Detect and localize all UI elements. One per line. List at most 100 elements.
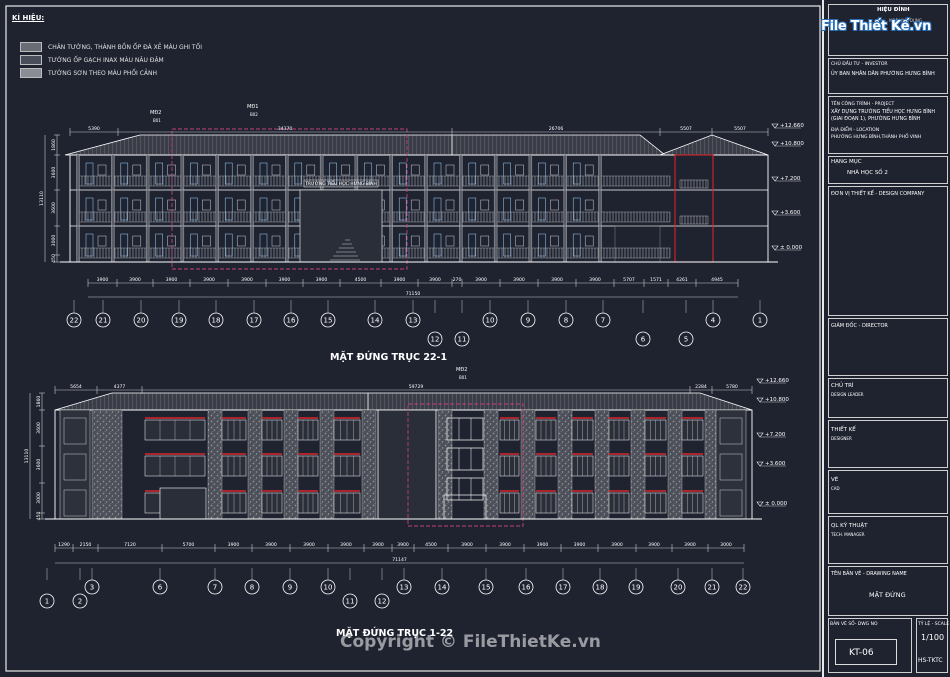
item-cell: HẠNG MỤC NHÀ HỌC SỐ 2 bbox=[828, 156, 948, 184]
elev2-axis-bubble bbox=[628, 579, 644, 595]
elev2-axis-bubble bbox=[244, 579, 260, 595]
elev1-level-marker bbox=[771, 210, 779, 216]
elev2-bottom-dim-label: 5700 bbox=[183, 542, 195, 548]
elev1-bottom-dim-label: 4261 bbox=[676, 277, 688, 283]
elev1-axis-label: 15 bbox=[324, 317, 333, 325]
door bbox=[85, 197, 94, 221]
legend-item: CHÂN TƯỜNG, THÀNH BỒN ỐP ĐÁ XẺ MÀU GHI T… bbox=[20, 42, 202, 52]
stone-pilaster bbox=[557, 409, 573, 520]
elev2-axis-label: 1 bbox=[45, 598, 49, 606]
elev1-side-label: 1860 bbox=[51, 139, 57, 151]
door bbox=[433, 197, 442, 221]
door bbox=[503, 233, 511, 257]
elev2-top-dim-label: 2284 bbox=[695, 384, 707, 390]
drawing-name-label: TÊN BẢN VẼ - DRAWING NAME bbox=[831, 571, 907, 577]
elev1-bottom-dim-label: 3900 bbox=[203, 277, 215, 283]
column bbox=[528, 225, 533, 263]
column bbox=[285, 225, 289, 263]
window bbox=[480, 164, 490, 176]
location-value: PHƯỜNG HƯNG BÌNH,THÀNH PHỐ VINH bbox=[831, 135, 922, 140]
elev1-axis-bubble bbox=[246, 312, 262, 328]
window bbox=[202, 164, 211, 176]
left-wing-window bbox=[63, 453, 87, 481]
elev1-axis-bubble bbox=[405, 312, 421, 328]
elev2-axis-label: 9 bbox=[288, 584, 292, 592]
elev1-level-marker bbox=[771, 123, 779, 129]
window bbox=[410, 164, 420, 176]
director-label: GIÁM ĐỐC - DIRECTOR bbox=[831, 323, 888, 329]
column bbox=[389, 154, 393, 191]
elev1-bottom-dim-total-label: 71150 bbox=[406, 291, 421, 297]
elev1-axis-label: 22 bbox=[70, 317, 79, 325]
signboard-text: TRƯỜNG TIỂU HỌC HƯNG BÌNH bbox=[304, 179, 377, 187]
elev2-side-total-label: 13110 bbox=[24, 449, 30, 464]
door bbox=[468, 233, 477, 257]
window bbox=[515, 199, 524, 211]
door bbox=[433, 233, 442, 257]
elev1-axis-bubble bbox=[208, 312, 224, 328]
door bbox=[503, 162, 511, 185]
column bbox=[598, 189, 602, 227]
legend-swatch bbox=[20, 55, 42, 65]
stair-tower-railing bbox=[679, 215, 709, 225]
left-wing bbox=[59, 409, 91, 520]
door bbox=[259, 162, 268, 185]
door bbox=[85, 162, 94, 185]
elev2-level-marker bbox=[756, 432, 764, 438]
column bbox=[389, 189, 393, 227]
elev1-level-label: ± 0.000 bbox=[780, 245, 803, 251]
elev1-bottom-dim-label: 3900 bbox=[394, 277, 406, 283]
legend-title: KÍ HIỆU: bbox=[12, 14, 45, 22]
elev1-side-label: 3000 bbox=[51, 235, 57, 247]
designer-label: THIẾT KẾ bbox=[831, 427, 856, 433]
elev2-bottom-dim-label: 2150 bbox=[80, 542, 92, 548]
elev2-axis-label: 14 bbox=[438, 584, 447, 592]
door bbox=[155, 233, 163, 257]
legend-swatch bbox=[20, 42, 42, 52]
column bbox=[250, 225, 254, 263]
elev2-axis-bubble bbox=[555, 579, 571, 595]
elev2-axis-label: 20 bbox=[674, 584, 683, 592]
callout-tag: MĐ1 bbox=[247, 104, 258, 110]
elev2-side-label: 3600 bbox=[36, 459, 42, 471]
elev1-axis-bubble bbox=[635, 331, 651, 347]
elev2-axis-bubble bbox=[518, 579, 534, 595]
elevation-1-title: MẶT ĐỨNG TRỤC 22-1 bbox=[330, 352, 448, 363]
logo: File Thiết Kế.vn bbox=[821, 19, 931, 34]
elev1-bottom-dim-label: 3900 bbox=[316, 277, 328, 283]
callout-tag: MĐ2 bbox=[150, 110, 161, 116]
door bbox=[224, 233, 233, 257]
elev1-axis-label: 21 bbox=[99, 317, 108, 325]
scale-cell: TỶ LỆ - SCALE 1/100 HS-TKTC bbox=[916, 618, 949, 673]
elev2-axis-bubble bbox=[735, 579, 751, 595]
window bbox=[202, 199, 211, 211]
door bbox=[572, 233, 581, 257]
door bbox=[224, 197, 233, 221]
elev2-bottom-dim-label: 3900 bbox=[648, 542, 660, 548]
column bbox=[459, 154, 463, 191]
elev2-axis-bubble bbox=[39, 593, 55, 609]
elev1-axis-bubble bbox=[427, 331, 443, 347]
elev1-level-label: +7.200 bbox=[780, 176, 801, 182]
title-block: HIỆU ĐÍNH NGÀY NỘI DUNG File Thiết Kế.vn… bbox=[821, 0, 950, 677]
elev2-top-dim-label: 5654 bbox=[70, 384, 82, 390]
elev1-bottom-dim-label: 3900 bbox=[475, 277, 487, 283]
column bbox=[145, 154, 150, 191]
column bbox=[563, 189, 567, 227]
stone-pilaster bbox=[630, 409, 646, 520]
elev1-level-marker bbox=[771, 245, 779, 251]
door bbox=[190, 162, 198, 185]
elev2-bottom-dim-label: 3900 bbox=[461, 542, 473, 548]
elev2-axis-bubble bbox=[704, 579, 720, 595]
elev2-axis-bubble bbox=[152, 579, 168, 595]
watermark: Copyright © FileThietKe.vn bbox=[340, 632, 601, 652]
elev2-bottom-dim-label: 3900 bbox=[228, 542, 240, 548]
elev1-level-marker bbox=[771, 176, 779, 182]
ground-opening bbox=[159, 487, 207, 520]
cad-sub: CAD bbox=[831, 486, 840, 491]
window bbox=[445, 199, 455, 211]
right-wing-window bbox=[719, 453, 743, 481]
elev1-axis-label: 14 bbox=[371, 317, 380, 325]
design-leader-cell: CHỦ TRÌ DESIGN LEADER bbox=[828, 378, 948, 418]
elev1-top-dim-label: 34370 bbox=[278, 126, 293, 132]
